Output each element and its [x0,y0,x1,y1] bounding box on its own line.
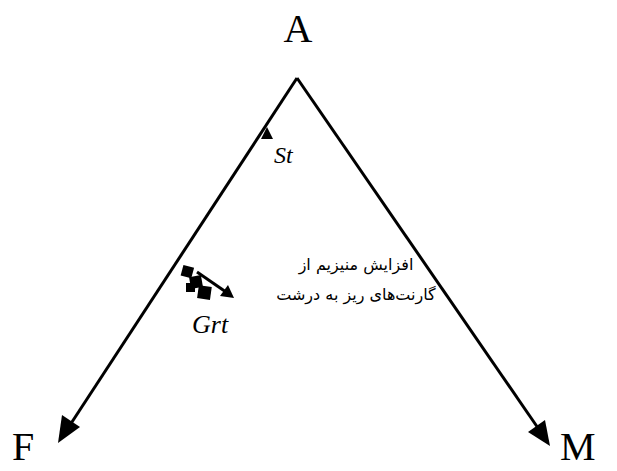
side-a-m [297,78,538,428]
note-text: افزایش منیزیم از گارنت‌های ریز به درشت [274,250,439,310]
staurolite-symbol [261,127,273,139]
increase-arrowhead [220,285,234,298]
increase-arrow [197,272,226,292]
side-a-f [70,78,297,425]
mineral-label: Grt [192,310,228,340]
arrowhead-m [528,420,550,446]
arrowhead-f [58,415,80,443]
mineral-label: St [274,141,293,169]
vertex-label: A [284,6,313,52]
garnet-symbols [181,265,212,300]
vertex-label: F [12,424,34,470]
vertex-label: M [560,424,596,470]
triangle-sides [70,78,538,428]
